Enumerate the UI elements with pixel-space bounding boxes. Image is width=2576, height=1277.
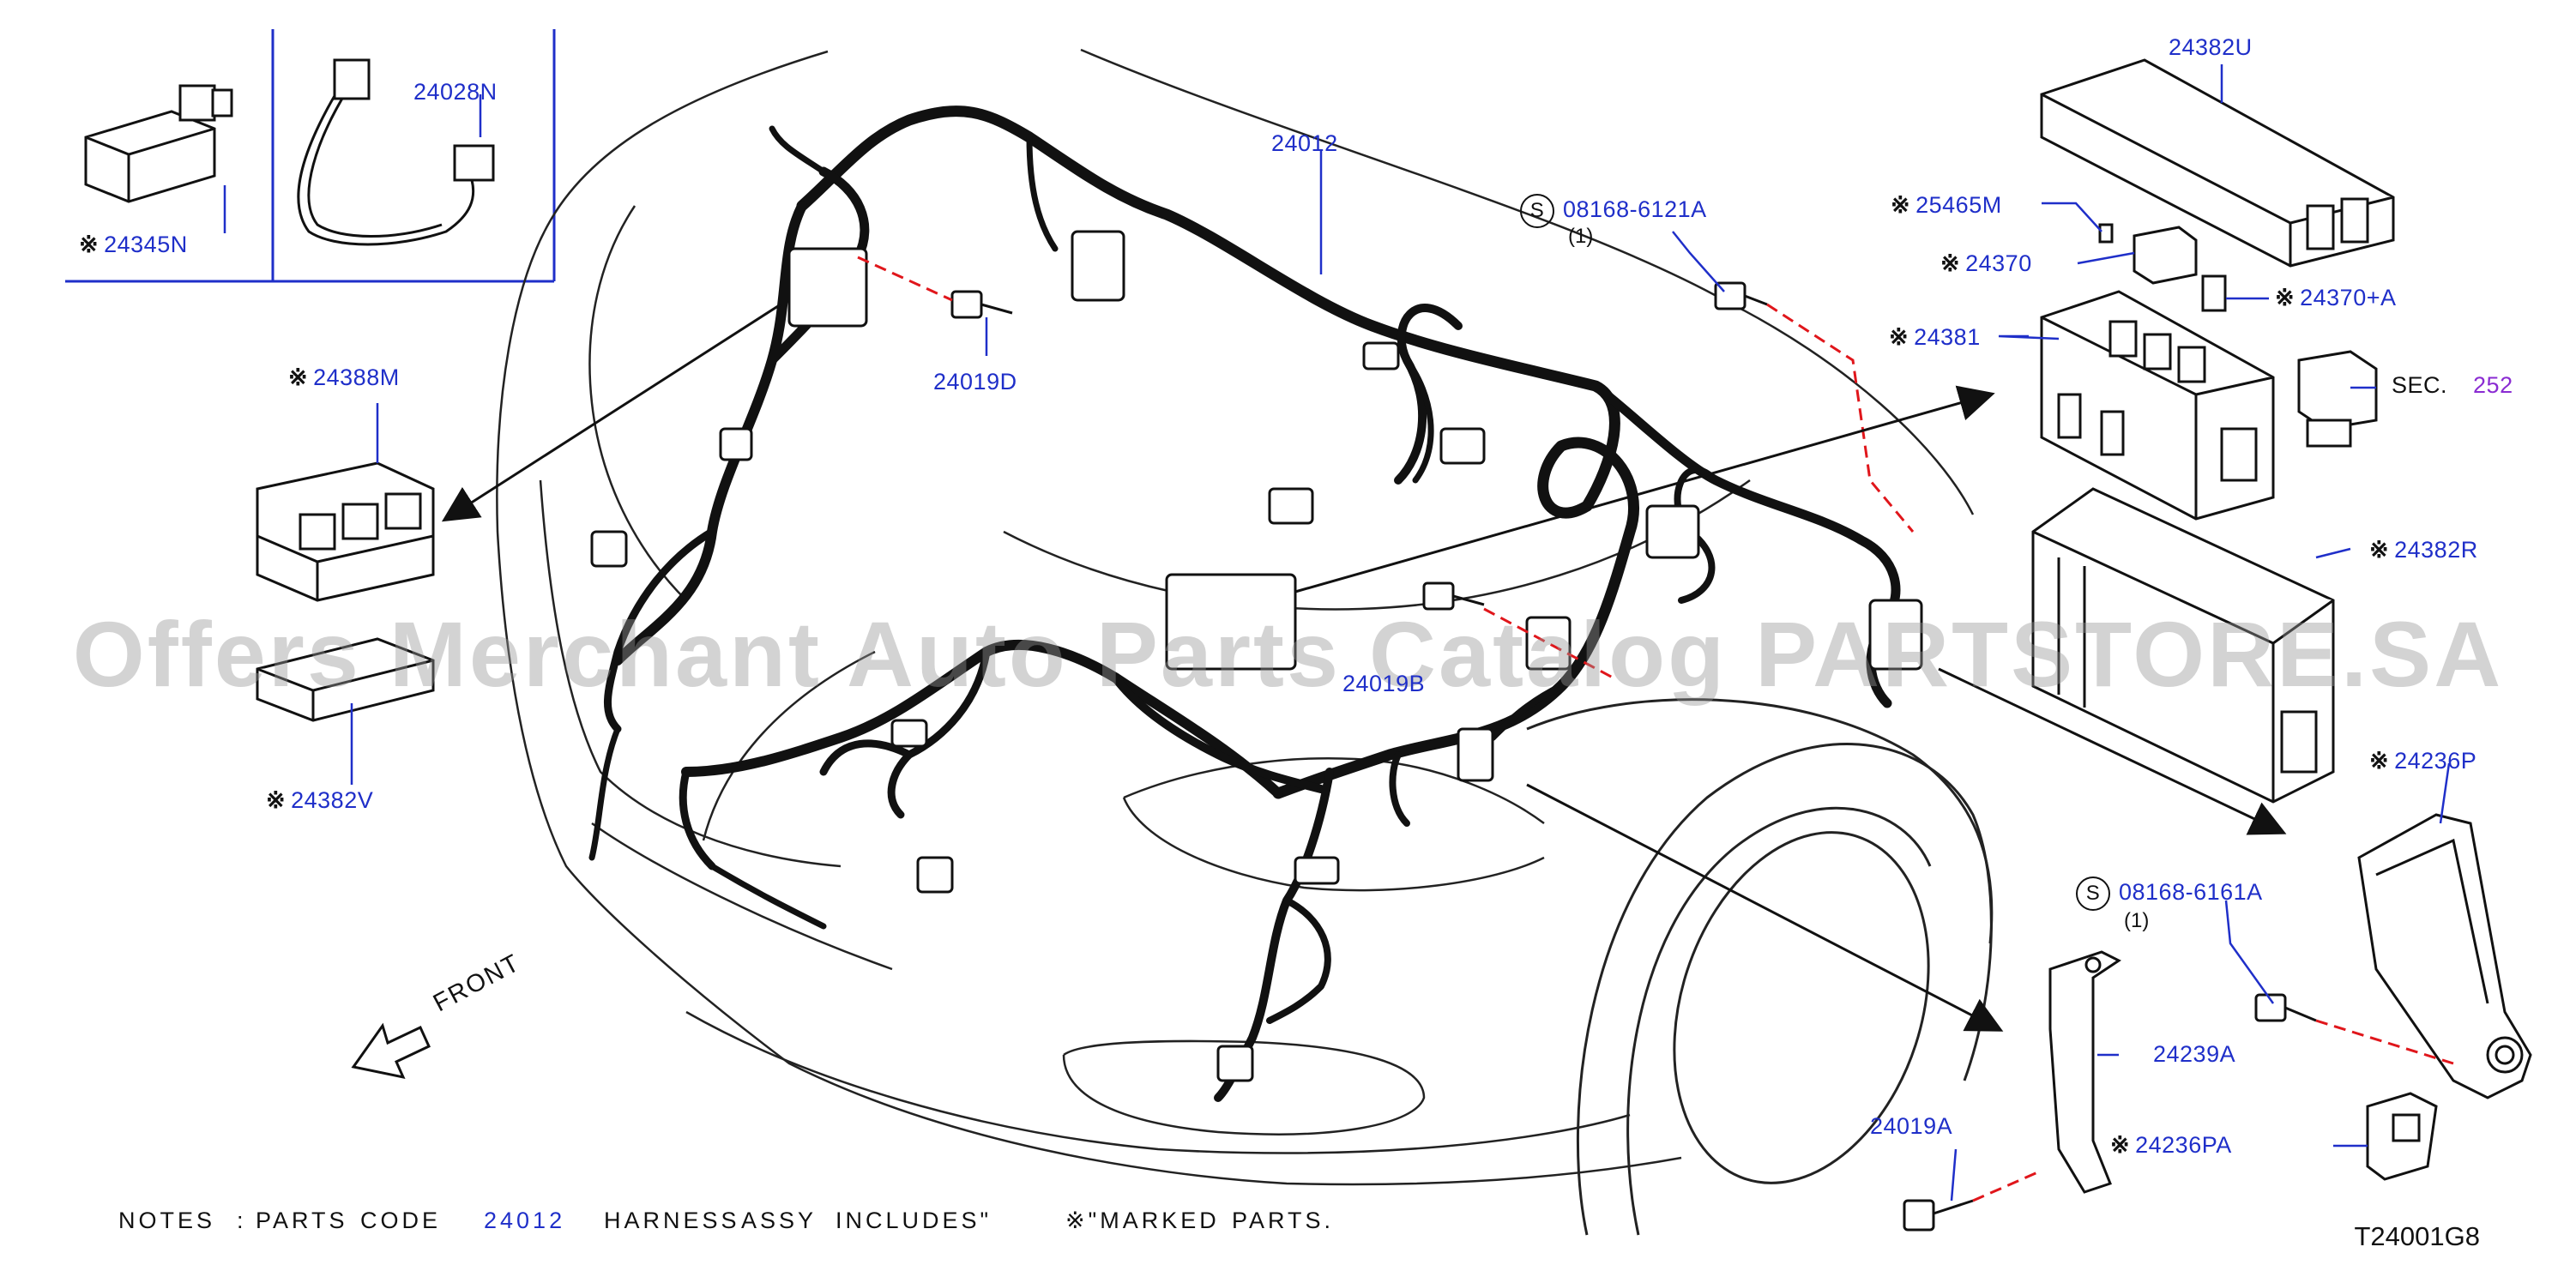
marked-symbol: ※ bbox=[2369, 748, 2390, 774]
label-24019A[interactable]: 24019A bbox=[1870, 1113, 1953, 1139]
figure-code: T24001G8 bbox=[2354, 1221, 2481, 1251]
notes-code: CODE bbox=[360, 1208, 442, 1233]
label-24028N[interactable]: 24028N bbox=[413, 79, 498, 105]
front-arrow-icon bbox=[351, 1022, 431, 1080]
marked-symbol: ※ bbox=[1889, 324, 1909, 350]
notes-marked: ※"MARKED bbox=[1065, 1208, 1220, 1233]
marked-symbol: ※ bbox=[2275, 285, 2295, 310]
label-24019D[interactable]: 24019D bbox=[933, 369, 1017, 395]
marked-symbol: ※ bbox=[1940, 250, 1961, 276]
bolt-08168-6121A bbox=[1714, 281, 1768, 310]
s-circle-icon: S bbox=[2076, 876, 2110, 911]
label-24345N[interactable]: ※24345N bbox=[79, 232, 188, 257]
notes-colon: : bbox=[237, 1208, 247, 1233]
marked-symbol: ※ bbox=[2110, 1132, 2131, 1158]
label-24239A[interactable]: 24239A bbox=[2153, 1041, 2236, 1067]
marked-symbol: ※ bbox=[79, 232, 100, 257]
bolt-24019B bbox=[1422, 581, 1485, 611]
label-25465M[interactable]: ※25465M bbox=[1891, 192, 2002, 218]
label-24388M[interactable]: ※24388M bbox=[288, 364, 400, 390]
sec-252-link[interactable]: SEC.252 bbox=[2392, 372, 2513, 398]
s-circle-icon: S bbox=[1520, 194, 1554, 228]
quantity-label: (1) bbox=[2124, 909, 2150, 932]
bolt-24019D bbox=[950, 290, 1013, 319]
part-24236P-art bbox=[2357, 813, 2532, 1099]
label-24370[interactable]: ※24370 bbox=[1940, 250, 2032, 276]
bolt-08168-6161A bbox=[2254, 993, 2317, 1022]
label-24382R[interactable]: ※24382R bbox=[2369, 537, 2478, 563]
label-24382U[interactable]: 24382U bbox=[2169, 34, 2253, 60]
notes-parts: PARTS bbox=[256, 1208, 348, 1233]
part-24028N-art bbox=[297, 58, 495, 246]
notes-part-code-link[interactable]: 24012 bbox=[484, 1208, 566, 1233]
part-24382R-art bbox=[2031, 487, 2335, 804]
notes-parts-end: PARTS. bbox=[1232, 1208, 1335, 1233]
label-24019B[interactable]: 24019B bbox=[1342, 671, 1426, 696]
marked-symbol: ※ bbox=[1891, 192, 1911, 218]
label-24236PA[interactable]: ※24236PA bbox=[2110, 1132, 2232, 1158]
small-fuse-relay-art bbox=[2098, 223, 2378, 448]
quantity-label: (1) bbox=[1568, 225, 1594, 248]
bolt-24019A bbox=[1903, 1199, 1974, 1232]
explode-arrows bbox=[441, 303, 2287, 1032]
part-24382U-art bbox=[2040, 58, 2395, 268]
red-dashed-leaders bbox=[857, 256, 2454, 1202]
notes-assy: ASSY bbox=[741, 1208, 817, 1233]
part-24236PA-art bbox=[2366, 1092, 2438, 1181]
marked-symbol: ※ bbox=[2369, 537, 2390, 563]
label-24382V[interactable]: ※24382V bbox=[266, 787, 374, 813]
harness-connectors bbox=[590, 230, 1923, 1082]
part-24345N-art bbox=[84, 84, 233, 203]
part-24382V-art bbox=[256, 637, 435, 722]
part-24381-art bbox=[2040, 290, 2275, 521]
label-24012[interactable]: 24012 bbox=[1271, 130, 1338, 156]
label-24381[interactable]: ※24381 bbox=[1889, 324, 1981, 350]
label-24236P[interactable]: ※24236P bbox=[2369, 748, 2477, 774]
notes-includes: INCLUDES" bbox=[836, 1208, 992, 1233]
notes-harness: HARNESS bbox=[604, 1208, 740, 1233]
notes-label: NOTES bbox=[118, 1208, 216, 1233]
marked-symbol: ※ bbox=[288, 364, 309, 390]
car-body-outline bbox=[496, 48, 1975, 1186]
part-24388M-art bbox=[256, 461, 435, 602]
label-24370-a[interactable]: ※24370+A bbox=[2275, 285, 2397, 310]
part-24239A-art bbox=[2048, 950, 2121, 1194]
marked-symbol: ※ bbox=[266, 787, 287, 813]
label-leaders bbox=[223, 64, 2451, 1202]
inset-box bbox=[65, 29, 556, 283]
front-wheel bbox=[1526, 698, 1994, 1236]
